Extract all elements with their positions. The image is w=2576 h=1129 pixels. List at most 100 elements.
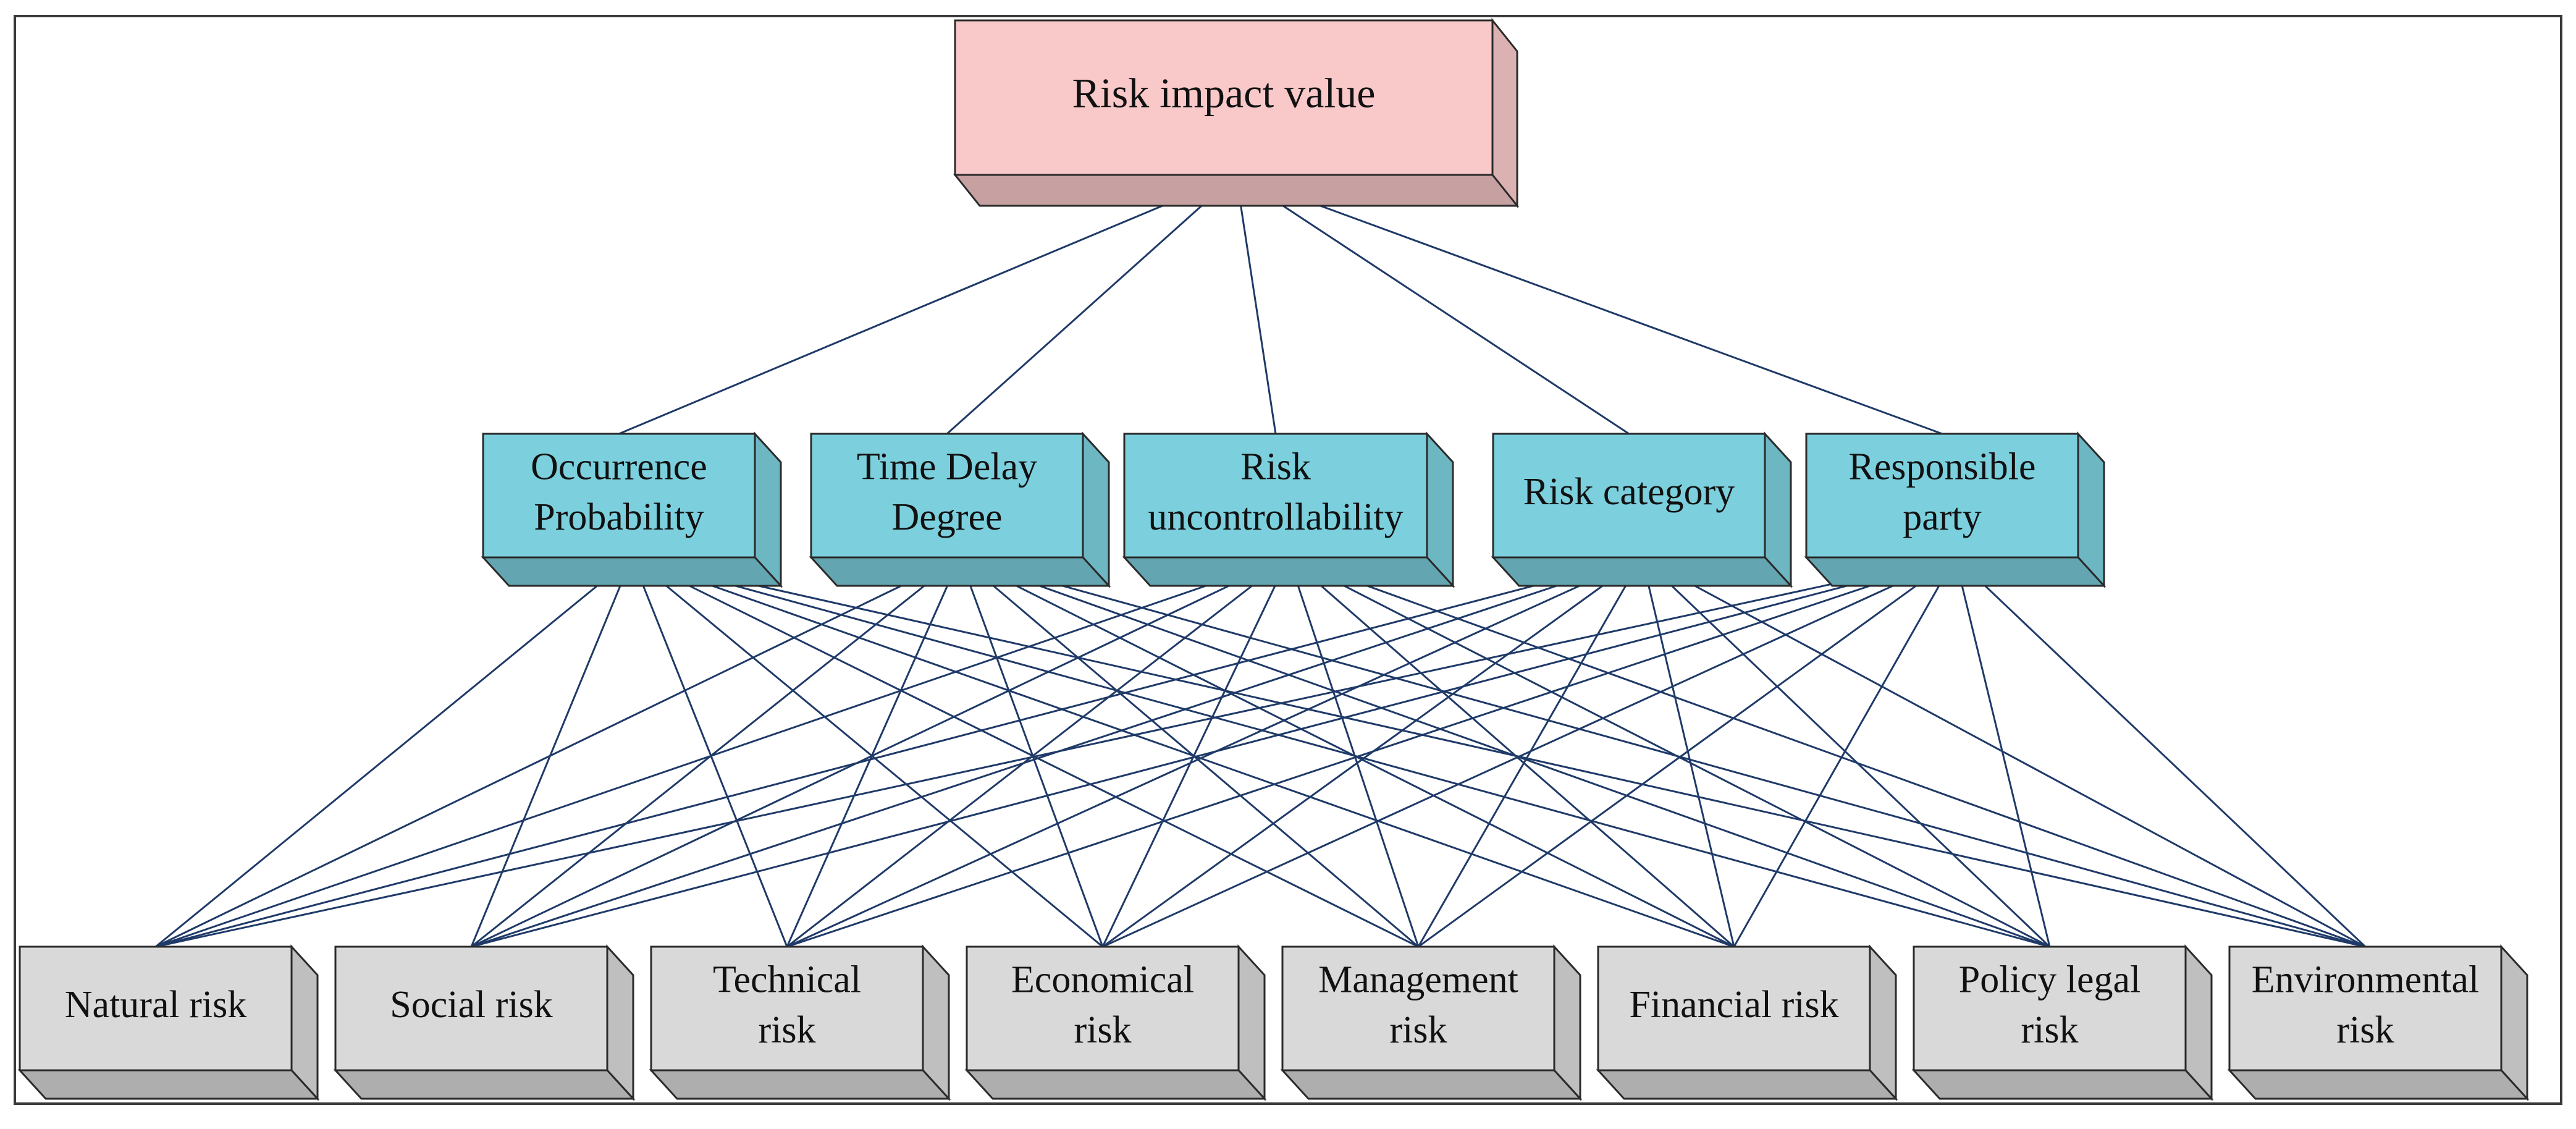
criterion-node-c3-label-line: Risk xyxy=(1240,446,1311,488)
connector-lines xyxy=(155,174,2367,948)
edge-c3-to-a6 xyxy=(1288,556,1735,948)
diagram-frame xyxy=(14,15,2562,1105)
risk-node-a8-label-line: Environmental xyxy=(2252,958,2479,1000)
edge-c2-to-a3 xyxy=(786,557,961,947)
edge-c5-to-a3 xyxy=(786,556,1956,948)
edge-c1-to-a8 xyxy=(631,556,2366,948)
risk-node-a5-front-face xyxy=(1281,945,1555,1072)
edge-c2-to-a5 xyxy=(959,556,1419,948)
criterion-node-c4: Risk category xyxy=(1491,431,1793,588)
criterion-node-c3: Risk uncontrollability xyxy=(1122,431,1455,588)
criterion-node-c3-label-line: uncontrollability xyxy=(1148,496,1403,538)
edge-c5-to-a7 xyxy=(1954,557,2051,947)
risk-node-a7-label-line: Policy legal xyxy=(1959,958,2140,1000)
edge-c2-to-a2 xyxy=(471,556,961,948)
risk-node-a3-label-line: risk xyxy=(759,1009,816,1051)
edge-c2-to-a8 xyxy=(959,556,2366,948)
edge-c3-to-a4 xyxy=(1101,557,1290,947)
risk-node-a8-label-line: risk xyxy=(2337,1009,2394,1051)
edge-c1-to-a5 xyxy=(631,556,1419,948)
risk-node-a1-front-face xyxy=(19,945,293,1072)
edge-c1-to-a7 xyxy=(631,556,2050,948)
risk-node-a2: Social risk xyxy=(333,944,636,1101)
risk-node-a6-bottom-face xyxy=(1596,1069,1898,1100)
edge-c1-to-a6 xyxy=(631,556,1735,948)
risk-node-a8-front-face xyxy=(2228,945,2502,1072)
edge-c5-to-a2 xyxy=(471,556,1956,948)
criterion-node-c3-bottom-face xyxy=(1122,556,1455,587)
risk-node-a5-label-line: risk xyxy=(1390,1009,1447,1051)
criterion-node-c1-label-line: Occurrence xyxy=(531,446,707,488)
risk-node-a7: Policy legal risk xyxy=(1911,944,2214,1101)
risk-node-a1-bottom-face xyxy=(17,1069,320,1100)
criterion-node-c1-label-line: Probability xyxy=(534,496,704,538)
risk-node-a1: Natural risk xyxy=(17,944,320,1101)
edge-root-to-c5 xyxy=(1235,174,1943,435)
root-node-risk-impact-value: Risk impact value xyxy=(953,17,1520,209)
risk-node-a3-label-line: Technical xyxy=(713,958,861,1000)
risk-node-a6: Financial risk xyxy=(1596,944,1898,1101)
risk-node-a3-front-face xyxy=(650,945,924,1072)
criterion-node-c2-bottom-face xyxy=(809,556,1111,587)
edge-c5-to-a1 xyxy=(155,556,1956,948)
risk-node-a5: Management risk xyxy=(1280,944,1583,1101)
criterion-node-c1-front-face xyxy=(482,433,756,559)
edge-c2-to-a1 xyxy=(155,556,961,948)
edge-c5-to-a4 xyxy=(1102,556,1956,948)
criterion-node-c5-label-line: Responsible xyxy=(1848,446,2035,488)
risk-node-a4-label-line: Economical xyxy=(1011,958,1194,1000)
risk-node-a4: Economical risk xyxy=(964,944,1267,1101)
edge-root-to-c1 xyxy=(618,174,1237,435)
criterion-node-c5-front-face xyxy=(1805,433,2079,559)
risk-node-a8: Environmental risk xyxy=(2227,944,2530,1101)
risk-node-a5-bottom-face xyxy=(1280,1069,1583,1100)
criterion-node-c4-front-face xyxy=(1492,433,1766,559)
risk-node-a1-label-line: Natural risk xyxy=(65,984,246,1026)
risk-node-a4-front-face xyxy=(966,945,1240,1072)
risk-node-a4-label-line: risk xyxy=(1074,1009,1132,1051)
edge-c1-to-a2 xyxy=(470,557,633,947)
risk-node-a8-bottom-face xyxy=(2227,1069,2530,1100)
criterion-node-c5-label-line: party xyxy=(1903,496,1981,538)
risk-node-a5-label-line: Management xyxy=(1318,958,1518,1000)
root-node-risk-impact-value-bottom-face xyxy=(953,174,1520,207)
edge-root-to-c4 xyxy=(1235,174,1630,435)
root-node-risk-impact-value-side-face xyxy=(1491,17,1518,209)
edge-c5-to-a8 xyxy=(1954,556,2367,948)
edge-c3-to-a1 xyxy=(155,556,1289,948)
edge-c4-to-a7 xyxy=(1641,556,2051,948)
edge-root-to-c2 xyxy=(946,174,1237,435)
edge-c3-to-a7 xyxy=(1288,556,2050,948)
criterion-node-c4-bottom-face xyxy=(1491,556,1793,587)
risk-node-a6-label-line: Financial risk xyxy=(1629,984,1838,1026)
edge-c1-to-a1 xyxy=(155,556,633,948)
risk-node-a2-label-line: Social risk xyxy=(390,984,552,1026)
edge-c4-to-a8 xyxy=(1641,556,2366,948)
edge-c3-to-a8 xyxy=(1288,556,2366,948)
edge-c2-to-a4 xyxy=(959,557,1104,947)
diagram-nodes: Risk impact valueOccurrenceProbabilityTi… xyxy=(17,17,2530,1101)
risk-node-a6-front-face xyxy=(1597,945,1871,1072)
edge-c3-to-a2 xyxy=(471,556,1289,948)
edge-c1-to-a3 xyxy=(631,557,788,947)
risk-node-a2-front-face xyxy=(334,945,608,1072)
risk-node-a7-label-line: risk xyxy=(2021,1009,2079,1051)
risk-node-a2-bottom-face xyxy=(333,1069,636,1100)
edge-c3-to-a5 xyxy=(1287,557,1420,947)
risk-node-a4-bottom-face xyxy=(964,1069,1267,1100)
criterion-node-c2-label-line: Degree xyxy=(892,496,1003,538)
criterion-node-c5-bottom-face xyxy=(1804,556,2107,587)
edge-c2-to-a6 xyxy=(959,556,1735,948)
edge-c4-to-a1 xyxy=(155,556,1643,948)
edge-root-to-c3 xyxy=(1235,174,1277,434)
edge-c5-to-a6 xyxy=(1733,557,1956,947)
criterion-node-c4-label-line: Risk category xyxy=(1523,471,1735,513)
criterion-node-c2-label-line: Time Delay xyxy=(857,446,1037,488)
criterion-node-c1-bottom-face xyxy=(481,556,783,587)
root-node-risk-impact-value-front-face xyxy=(954,19,1494,176)
criterion-node-c2-front-face xyxy=(810,433,1084,559)
risk-node-a3-bottom-face xyxy=(649,1069,951,1100)
